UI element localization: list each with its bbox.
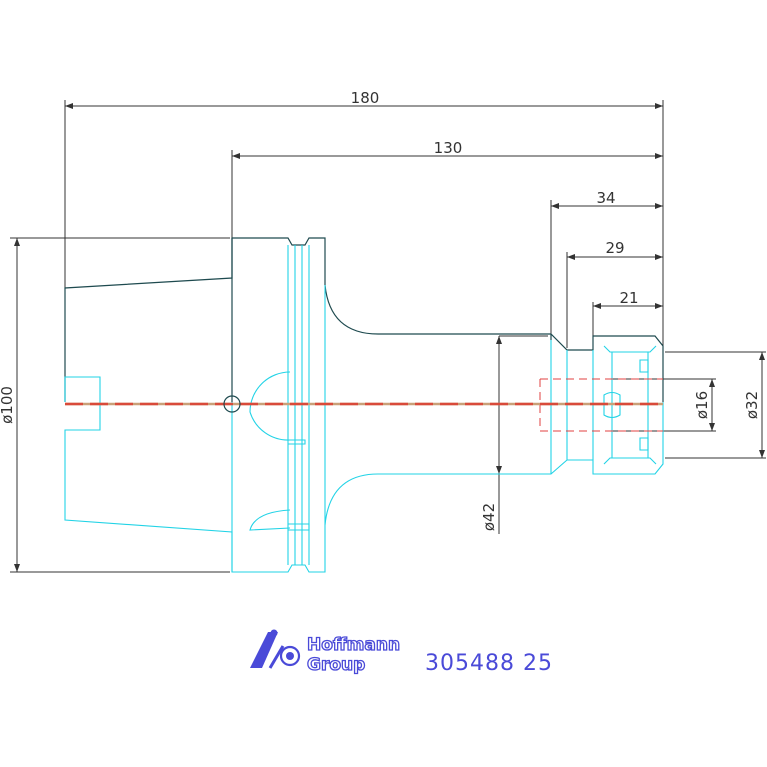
logo-line-2: Group <box>307 655 365 675</box>
dim-34: 34 <box>596 189 615 207</box>
hoffmann-logo <box>250 629 301 669</box>
dim-21: 21 <box>619 289 638 307</box>
dim-dia-100: ø100 <box>0 386 16 424</box>
logo-mark-icon <box>250 632 278 668</box>
logo-line-1: Hoffmann <box>307 635 400 655</box>
logo-gear-icon <box>279 645 301 667</box>
dimension-arrows <box>14 103 765 572</box>
part-outline-cyan <box>64 245 664 573</box>
dim-dia-16: ø16 <box>693 391 711 419</box>
dim-dia-32: ø32 <box>743 391 761 419</box>
dim-130: 130 <box>434 139 463 157</box>
dim-dia-42: ø42 <box>480 503 498 531</box>
datum-circle <box>223 395 241 413</box>
dim-29: 29 <box>605 239 624 257</box>
dim-180: 180 <box>351 89 380 107</box>
part-outline-dark <box>64 237 664 402</box>
part-number: 305488 25 <box>425 651 553 676</box>
